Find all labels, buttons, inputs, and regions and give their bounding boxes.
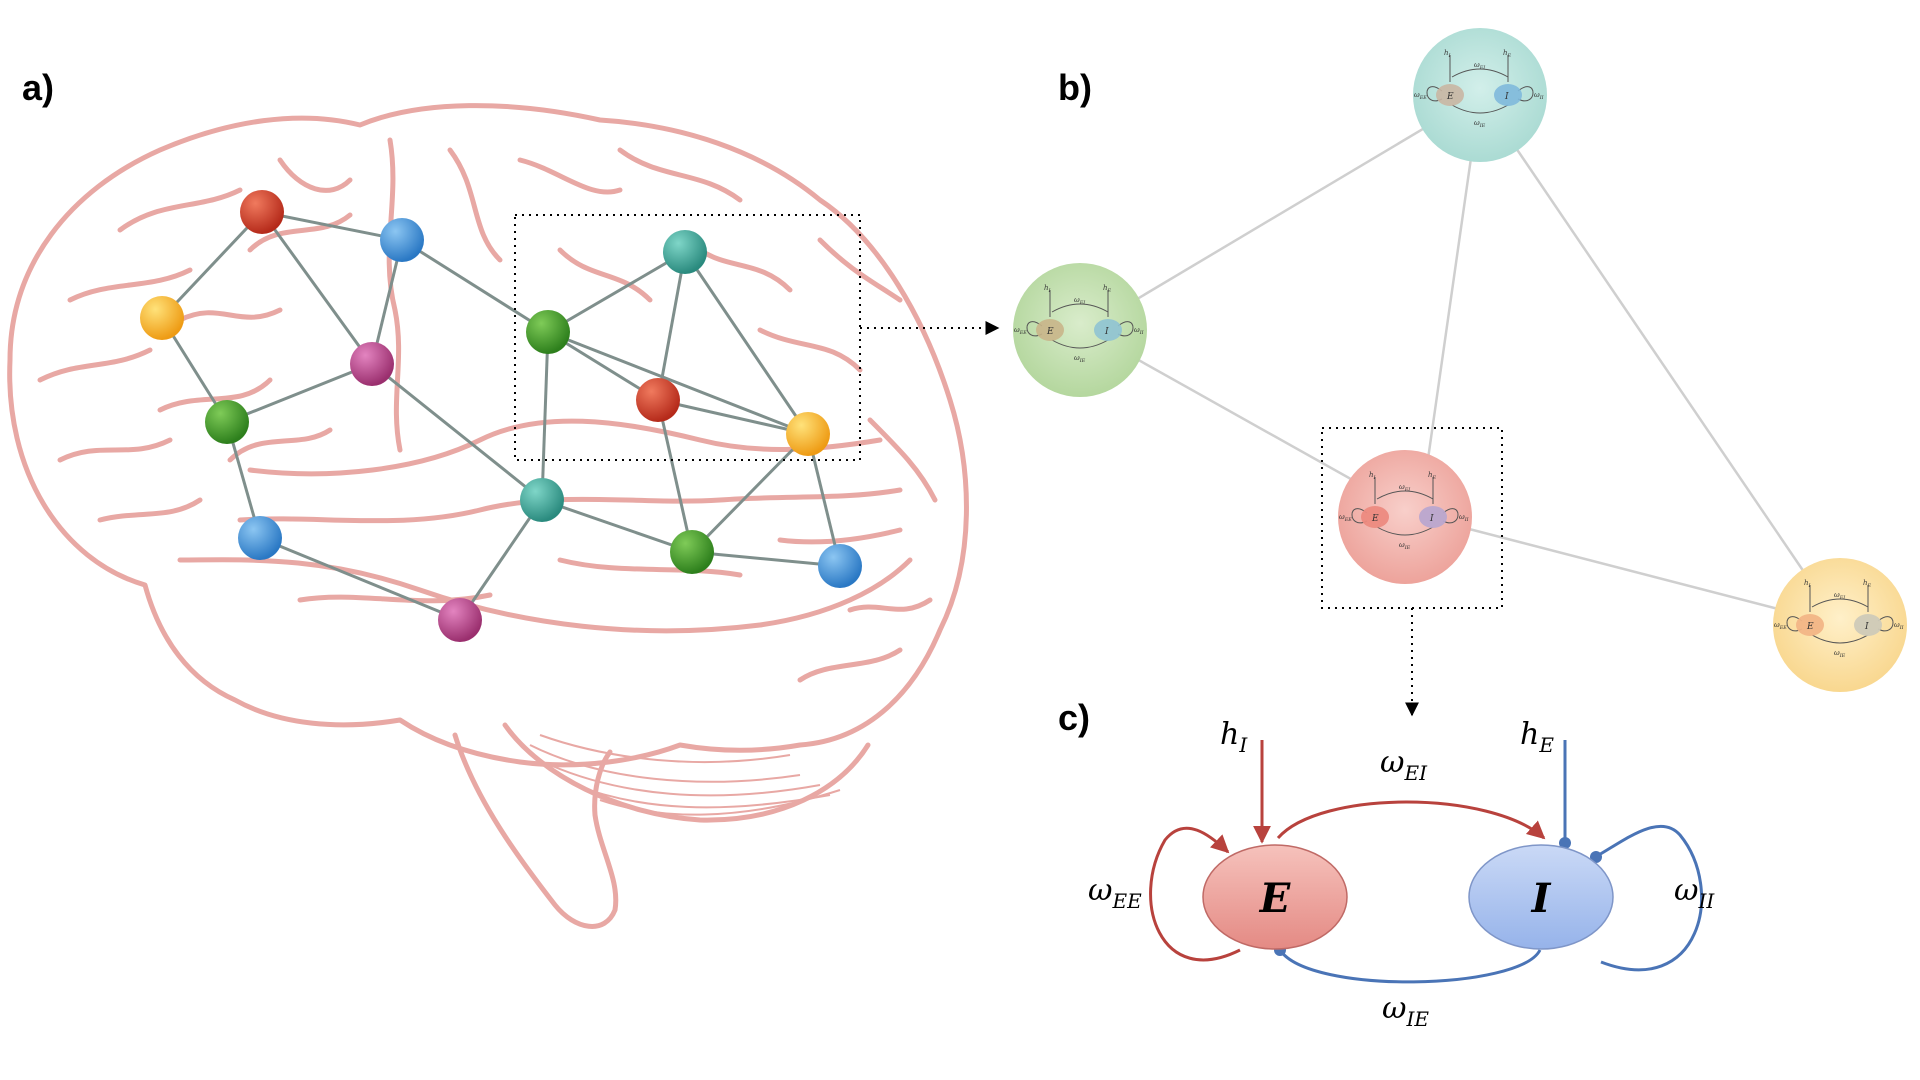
- panel-label-c: c): [1058, 697, 1090, 738]
- brain-edge-n10-n13: [656, 399, 694, 553]
- mini-h_I-label: hI: [1444, 49, 1452, 59]
- brain-node-yellow: [786, 412, 830, 456]
- label-h_I: hI: [1220, 717, 1248, 757]
- zoom-selection-box-a: [514, 214, 861, 461]
- brain-edge-n10-n11: [657, 398, 809, 436]
- mini-w_EI-label: ωEI: [1834, 591, 1846, 601]
- brain-node-blue: [380, 218, 424, 262]
- brain-outline: [7, 103, 969, 929]
- mini-w_IE-label: ωIE: [1474, 119, 1486, 129]
- brain-edge-n2-n9: [401, 238, 549, 334]
- mini-E-label: E: [1046, 327, 1054, 337]
- mini-w_EE-label: ωEE: [1774, 621, 1787, 631]
- brain-edge-n11-n14: [806, 433, 842, 567]
- mini-h_I-label: hI: [1369, 471, 1377, 481]
- mini-w_EI-label: ωEI: [1074, 296, 1086, 306]
- mini-w_IE-label: ωIE: [1074, 354, 1086, 364]
- input-h_E-dot: [1559, 837, 1571, 849]
- brain-node-green: [526, 310, 570, 354]
- mini-I-label: I: [1104, 327, 1109, 337]
- label-w_II: ωII: [1674, 873, 1715, 913]
- brain-edge-n6-n7: [259, 536, 461, 622]
- brain-edge-n1-n4: [260, 211, 374, 365]
- module-node-green: [1013, 263, 1147, 397]
- brain-edge-n12-n13: [541, 498, 693, 554]
- brain-network-edges: [160, 210, 842, 622]
- brain-node-pink: [350, 342, 394, 386]
- mini-h_I-label: hI: [1804, 579, 1812, 589]
- mini-h_I-label: hI: [1044, 284, 1052, 294]
- mini-w_II-label: ωII: [1134, 326, 1145, 336]
- module-node-pink: [1338, 450, 1472, 584]
- brain-edge-n9-n11: [547, 330, 809, 436]
- self-loop-EE: [1149, 826, 1241, 962]
- mini-w_EI-label: ωEI: [1474, 61, 1486, 71]
- label-w_EI: ωEI: [1380, 745, 1428, 785]
- brain-edge-n7-n12: [458, 499, 544, 621]
- brain-edge-n5-n4: [226, 362, 373, 424]
- network-b-edges: [1084, 93, 1842, 627]
- cerebellum-folia: [529, 734, 841, 816]
- module-node-yellow: [1773, 558, 1907, 692]
- brain-node-red: [636, 378, 680, 422]
- ei-circuit: E I hI hE ωEI ωIE ωEE ωII: [1088, 717, 1715, 1031]
- brain-node-green: [205, 400, 249, 444]
- panel-label-a: a): [22, 67, 54, 108]
- mini-h_E-label: hE: [1863, 579, 1872, 589]
- mini-w_II-label: ωII: [1894, 621, 1905, 631]
- brain-edge-n13-n11: [690, 432, 810, 554]
- brain-node-blue: [238, 516, 282, 560]
- mini-E-label: E: [1806, 622, 1814, 632]
- mini-w_EE-label: ωEE: [1339, 513, 1352, 523]
- mini-w_IE-label: ωIE: [1399, 541, 1411, 551]
- brain-edge-n13-n14: [691, 550, 841, 568]
- panel-label-b: b): [1058, 67, 1092, 108]
- mini-w_EE-label: ωEE: [1414, 91, 1427, 101]
- module-mini-labels: E IhI hE ωEI ωIE ωEE ωII E IhI hE ωEI ωIE ωEE ωII E IhI…: [1014, 49, 1905, 659]
- mini-h_E-label: hE: [1103, 284, 1112, 294]
- brain-edge-n12-n9: [540, 331, 550, 501]
- brain-node-teal: [663, 230, 707, 274]
- brain-edge-n1-n2: [261, 210, 403, 242]
- brain-node-yellow: [140, 296, 184, 340]
- brain-node-teal: [520, 478, 564, 522]
- brain-edge-n1-n3: [160, 210, 264, 320]
- mini-w_IE-label: ωIE: [1834, 649, 1846, 659]
- module-node-teal: [1413, 28, 1547, 162]
- node-E: [1202, 844, 1348, 950]
- mini-I-label: I: [1429, 514, 1434, 524]
- arrow-I-to-E: [1278, 949, 1542, 984]
- brain-network-nodes: [140, 190, 862, 642]
- mini-w_EE-label: ωEE: [1014, 326, 1027, 336]
- mini-h_E-label: hE: [1428, 471, 1437, 481]
- self-loop-II-dot: [1590, 851, 1602, 863]
- mini-I-label: I: [1504, 92, 1509, 102]
- label-w_EE: ωEE: [1088, 873, 1142, 913]
- brain-edge-n4-n12: [371, 362, 543, 502]
- brain-edge-n9-n8: [547, 250, 686, 334]
- brain-edge-n8-n11: [683, 251, 810, 435]
- arrow-E-to-I: [1276, 800, 1546, 840]
- node-I-label: I: [1531, 875, 1552, 922]
- brain-node-blue: [818, 544, 862, 588]
- mini-w_EI-label: ωEI: [1399, 483, 1411, 493]
- self-loop-II: [1596, 824, 1704, 972]
- mini-E-label: E: [1371, 514, 1379, 524]
- brain-node-green: [670, 530, 714, 574]
- node-I: [1468, 844, 1614, 950]
- label-w_IE: ωIE: [1382, 991, 1429, 1031]
- label-h_E: hE: [1520, 717, 1554, 757]
- brain-node-red: [240, 190, 284, 234]
- mini-E-label: E: [1446, 92, 1454, 102]
- mini-h_E-label: hE: [1503, 49, 1512, 59]
- brain-node-pink: [438, 598, 482, 642]
- node-E-label: E: [1259, 875, 1291, 922]
- mini-w_II-label: ωII: [1459, 513, 1470, 523]
- mini-I-label: I: [1864, 622, 1869, 632]
- mini-w_II-label: ωII: [1534, 91, 1545, 101]
